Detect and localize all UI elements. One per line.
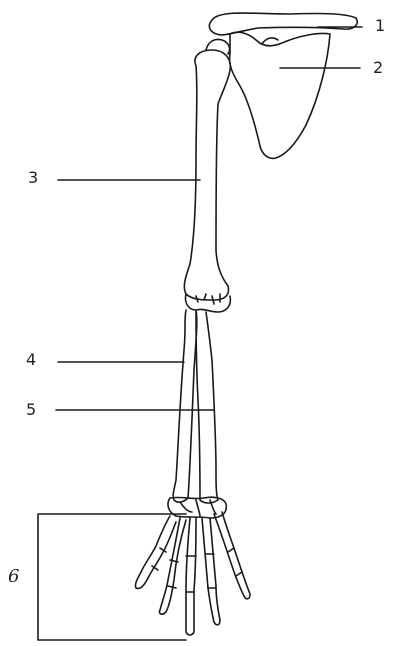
label-1: 1 [375,18,385,34]
hand-bones [135,512,250,635]
label-2: 2 [373,60,383,76]
humerus-bone [184,50,230,300]
label-3: 3 [28,170,38,186]
elbow-joint [185,294,230,312]
humeral-head [206,39,230,54]
label-6: 6 [8,568,19,586]
clavicle-bone [209,13,357,35]
radius-bone [196,312,218,503]
ulna-bone [173,310,197,502]
label-5: 5 [26,402,36,418]
bracket-6 [38,514,186,640]
scapula-notch [262,38,278,44]
scapula-bone [230,32,330,158]
label-4: 4 [26,352,36,368]
